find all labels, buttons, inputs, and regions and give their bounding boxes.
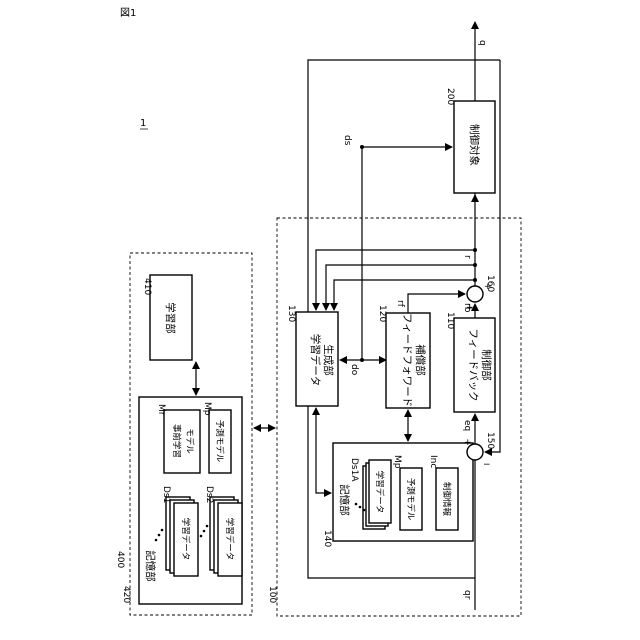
ds1-text: 学習データ — [180, 518, 191, 561]
ff-label-2: 補償部 — [414, 344, 427, 376]
signal-r: r — [462, 255, 472, 259]
ds1-ref: Ds1 — [161, 486, 171, 503]
gen-label-2: 生成部 — [322, 344, 335, 376]
controller-group-100 — [277, 218, 521, 616]
do-node — [360, 358, 364, 362]
ref-150: 150 — [485, 432, 495, 449]
ds2-ref: Ds2 — [204, 486, 214, 503]
sign-150-a: + — [464, 438, 472, 448]
ds-node — [360, 145, 364, 149]
learn410-label: 学習部 — [164, 302, 177, 334]
mr-ref: Mr — [156, 404, 166, 416]
signal-q: q — [477, 40, 487, 46]
signal-ds: ds — [342, 135, 352, 146]
ref-410: 410 — [142, 278, 152, 295]
ds2-text: 学習データ — [224, 518, 235, 561]
fb-label-1: フィードバック — [467, 328, 479, 401]
inc-ref: Inc — [428, 455, 438, 468]
signal-rf: rf — [395, 300, 405, 308]
ds1a-text: 学習データ — [374, 471, 385, 514]
plant-label: 制御対象 — [468, 124, 481, 166]
signal-eq: eq — [462, 420, 472, 431]
rf-arrow — [408, 294, 465, 313]
mp2-text: 予測モデル — [214, 420, 225, 463]
mp-ref: Mp — [392, 455, 402, 469]
store420-label: 記憶部 — [144, 550, 157, 582]
signal-do: do — [349, 364, 359, 376]
signal-qr: qr — [462, 590, 472, 600]
ref-200: 200 — [445, 88, 455, 105]
mr-text-2: モデル — [184, 428, 195, 454]
gen-storage-link — [316, 408, 331, 493]
mr-text-1: 事前学習 — [171, 424, 182, 458]
gen-label-1: 学習データ — [309, 334, 322, 387]
ref-400: 400 — [115, 551, 125, 568]
rf-node — [473, 278, 477, 282]
ref-140: 140 — [322, 530, 332, 547]
q-node — [473, 263, 477, 267]
store140-label: 記憶部 — [338, 484, 351, 516]
system-ref: 1 — [140, 118, 146, 129]
fb-label-2: 制御部 — [480, 349, 493, 381]
ref-420: 420 — [121, 586, 131, 603]
ref-100: 100 — [267, 586, 277, 603]
sign-160-b: + — [466, 303, 474, 313]
r-node — [473, 248, 477, 252]
figure-label: 図1 — [120, 7, 136, 19]
ds1a-ref: Ds1A — [349, 458, 359, 482]
summing-junction-160 — [467, 286, 483, 302]
sign-160-a: + — [484, 282, 492, 292]
ff-label-1: フィードフォワード — [401, 313, 413, 407]
mp-text: 予測モデル — [405, 478, 416, 521]
ref-110: 110 — [445, 312, 455, 329]
ref-120: 120 — [377, 305, 387, 322]
sign-150-b: − — [483, 460, 491, 470]
inc-text: 制御情報 — [441, 482, 452, 517]
ref-130: 130 — [286, 305, 296, 322]
mp2-ref: Mp — [202, 402, 212, 416]
